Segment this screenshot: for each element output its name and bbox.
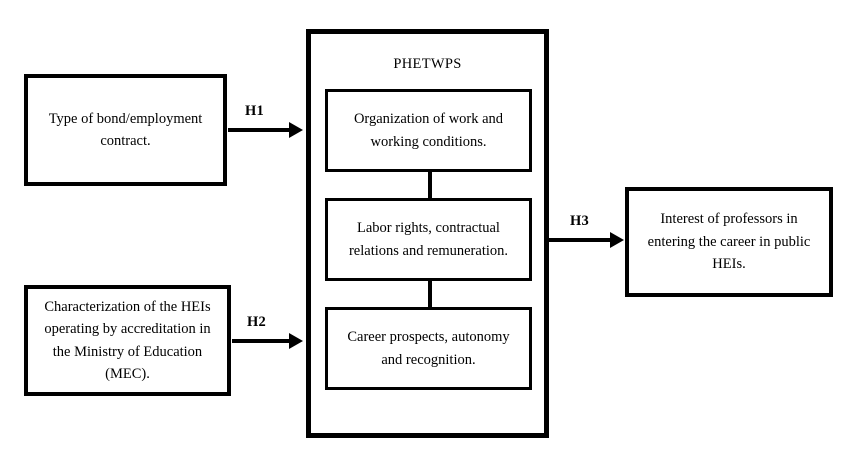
arrow-h3: [549, 238, 611, 242]
inner-box-career-prospects: Career prospects, autonomy and recogniti…: [325, 307, 532, 390]
arrow-h1: [228, 128, 290, 132]
inner-box-organization-of-work-label: Organization of work and working conditi…: [353, 111, 504, 150]
box-characterization-heis-label: Characterization of the HEIs operating b…: [44, 298, 211, 382]
hypothesis-label-h2: H2: [247, 314, 266, 330]
box-type-of-bond-label: Type of bond/employment contract.: [48, 110, 203, 149]
hypothesis-label-h3: H3: [570, 213, 589, 229]
box-interest-of-professors: Interest of professors in entering the c…: [625, 187, 833, 297]
box-characterization-heis: Characterization of the HEIs operating b…: [24, 285, 231, 396]
inner-box-career-prospects-label: Career prospects, autonomy and recogniti…: [347, 329, 510, 368]
inner-box-organization-of-work: Organization of work and working conditi…: [325, 89, 532, 172]
hypothesis-label-h1: H1: [245, 103, 264, 119]
connector-labor-rights-to-career-prospects: [428, 281, 432, 307]
inner-box-labor-rights-label: Labor rights, contractual relations and …: [348, 220, 509, 259]
box-type-of-bond: Type of bond/employment contract.: [24, 74, 227, 186]
container-phetwps: PHETWPS Organization of work and working…: [306, 29, 549, 438]
arrow-h2: [232, 339, 290, 343]
phetwps-title: PHETWPS: [393, 56, 462, 72]
box-interest-of-professors-label: Interest of professors in entering the c…: [647, 211, 811, 273]
inner-box-labor-rights: Labor rights, contractual relations and …: [325, 198, 532, 281]
connector-organization-to-labor-rights: [428, 172, 432, 198]
